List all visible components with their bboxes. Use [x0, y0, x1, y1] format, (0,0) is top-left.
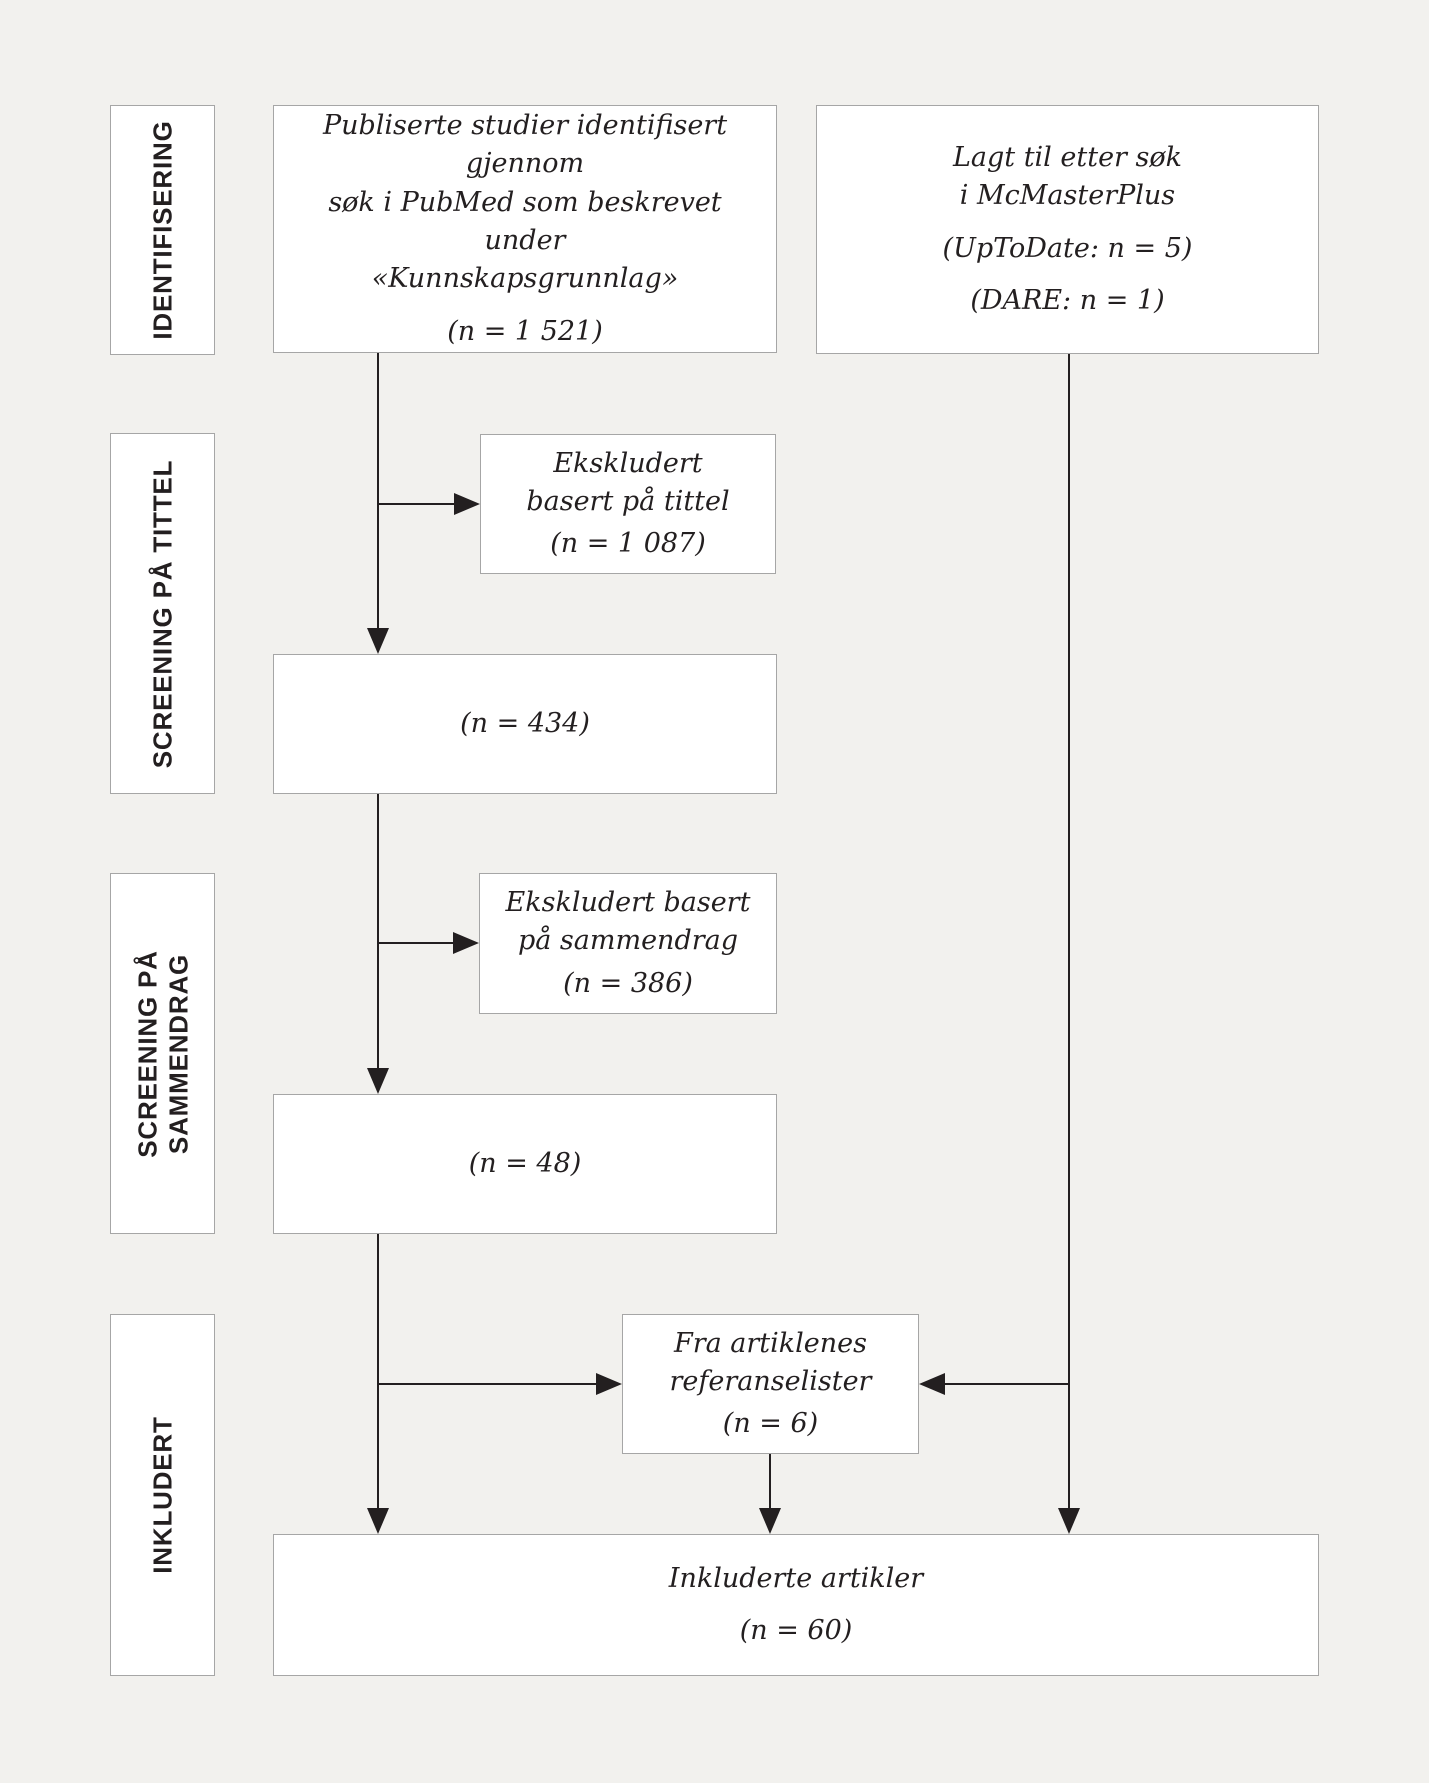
node-count: (n = 1 087) — [550, 528, 706, 560]
stage-label-text: SCREENING PÅ TITTEL — [147, 459, 178, 768]
node-text: Inkluderte artikler — [668, 1562, 924, 1594]
stage-label-screening-sammendrag: SCREENING PÅ SAMMENDRAG — [110, 873, 215, 1234]
node-text: Lagt til etter søk i McMasterPlus — [952, 141, 1183, 212]
node-count: (n = 386) — [563, 967, 693, 999]
node-text: Ekskludert basert på sammendrag — [505, 887, 751, 957]
stage-label-text: IDENTIFISERING — [147, 120, 178, 340]
node-reference-lists: Fra artiklenes referanselister (n = 6) — [622, 1314, 919, 1454]
node-excluded-by-abstract: Ekskludert basert på sammendrag (n = 386… — [479, 873, 777, 1014]
stage-label-inkludert: INKLUDERT — [110, 1314, 215, 1676]
stage-label-text: SCREENING PÅ SAMMENDRAG — [131, 949, 193, 1158]
node-count: (n = 434) — [460, 707, 590, 739]
node-text: Publiserte studier identifisert gjennom … — [322, 110, 728, 295]
node-count: (n = 1 521) — [447, 315, 603, 347]
node-count: (n = 6) — [722, 1408, 819, 1440]
node-text: Fra artiklenes referanselister — [669, 1327, 872, 1397]
node-added-after-search: Lagt til etter søk i McMasterPlus (UpToD… — [816, 105, 1319, 354]
node-excluded-by-title: Ekskludert basert på tittel (n = 1 087) — [480, 434, 776, 574]
node-count: (n = 60) — [739, 1615, 853, 1646]
node-after-abstract-screening: (n = 48) — [273, 1094, 777, 1234]
stage-label-screening-tittel: SCREENING PÅ TITTEL — [110, 433, 215, 794]
node-text: Ekskludert basert på tittel — [526, 447, 730, 517]
node-after-title-screening: (n = 434) — [273, 654, 777, 794]
stage-label-identifisering: IDENTIFISERING — [110, 105, 215, 355]
node-count: (UpToDate: n = 5) — [942, 232, 1193, 264]
node-count: (n = 48) — [468, 1147, 582, 1179]
node-count: (DARE: n = 1) — [970, 284, 1165, 316]
node-included-articles: Inkluderte artikler (n = 60) — [273, 1534, 1319, 1676]
stage-label-text: INKLUDERT — [147, 1416, 178, 1574]
node-published-studies: Publiserte studier identifisert gjennom … — [273, 105, 777, 353]
